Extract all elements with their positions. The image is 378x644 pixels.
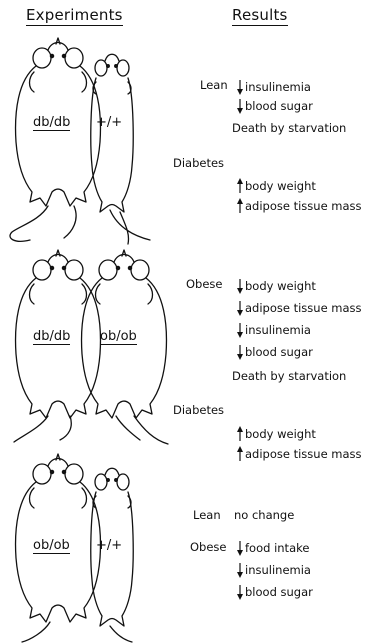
arrow-icon [236,278,244,294]
result-text: no change [234,508,294,522]
result-text: Death by starvation [232,369,346,383]
genotype-label-left-3: ob/ob [33,538,70,553]
tail-panel-3 [22,622,132,642]
arrow-icon [236,79,244,95]
arrow-icon [236,540,244,556]
result-text: body weight [245,279,316,293]
arrow-icon [236,322,244,338]
arrow-icon [236,584,244,600]
result-text: insulinemia [245,563,311,577]
result-text: blood sugar [245,345,313,359]
group-label: Obese [186,277,223,291]
result-text: food intake [245,541,309,555]
genotype-label-left-1: db/db [33,115,70,130]
genotype-label-right-3: +/+ [96,538,122,553]
result-text: adipose tissue mass [245,447,362,461]
result-text: adipose tissue mass [245,301,362,315]
arrow-icon [236,344,244,360]
group-label: Diabetes [173,156,224,170]
arrow-icon [236,426,244,442]
tail-panel-1 [10,206,150,244]
arrow-icon [236,178,244,194]
tail-panel-2 [14,416,168,444]
group-label: Obese [190,540,227,554]
result-text: insulinemia [245,80,311,94]
result-text: body weight [245,179,316,193]
result-text: insulinemia [245,323,311,337]
arrow-icon [236,300,244,316]
arrow-icon [236,98,244,114]
result-text: body weight [245,427,316,441]
mouse-wild-panel-1 [91,54,133,212]
arrow-icon [236,198,244,214]
arrow-icon [236,562,244,578]
result-text: blood sugar [245,99,313,113]
result-text: Death by starvation [232,121,346,135]
genotype-label-left-2: db/db [33,329,70,344]
genotype-label-right-1: +/+ [96,115,122,130]
result-text: adipose tissue mass [245,199,362,213]
group-label: Lean [193,508,221,522]
group-label: Diabetes [173,403,224,417]
group-label: Lean [200,78,228,92]
result-text: blood sugar [245,585,313,599]
genotype-label-right-2: ob/ob [100,329,137,344]
arrow-icon [236,446,244,462]
